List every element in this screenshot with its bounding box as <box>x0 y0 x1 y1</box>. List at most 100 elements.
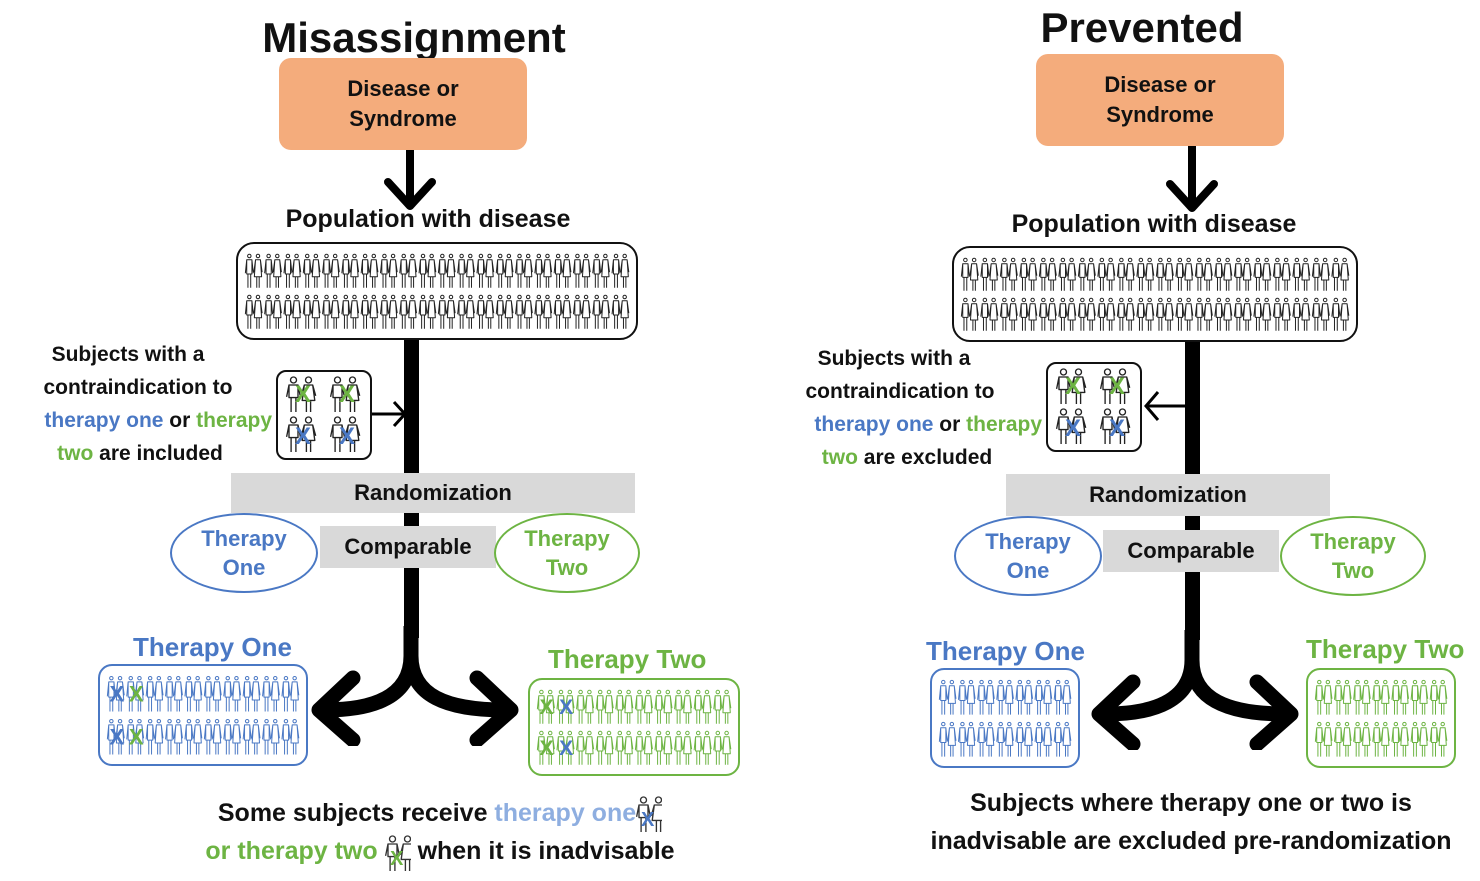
person-icon <box>457 294 467 329</box>
person-icon <box>515 294 525 329</box>
person-icon <box>1253 297 1263 331</box>
person-icon <box>600 294 611 329</box>
person-icon <box>1086 297 1096 331</box>
person-icon <box>545 730 555 765</box>
person-icon <box>1300 297 1311 331</box>
person-icon <box>341 253 351 288</box>
person-icon <box>584 689 595 724</box>
person-icon <box>1253 257 1263 291</box>
group-one-title: Therapy One <box>926 636 1085 666</box>
person-icon <box>437 253 447 288</box>
panel-title-prevented: Prevented <box>1040 4 1244 51</box>
person-icon <box>360 253 370 288</box>
person-icon <box>999 257 1009 291</box>
person-icon <box>330 294 340 329</box>
prevented-caption: Subjects where therapy one or two is ina… <box>904 784 1478 860</box>
person-icon <box>1380 679 1390 715</box>
person-icon <box>1077 297 1087 331</box>
person-icon <box>1105 257 1116 291</box>
person-icon <box>504 253 514 288</box>
person-icon <box>702 730 712 765</box>
person-icon <box>1047 297 1057 331</box>
person-icon <box>1053 679 1063 715</box>
person-icon <box>595 689 605 724</box>
person-icon <box>203 718 213 755</box>
or-text: or <box>939 413 961 436</box>
person-icon <box>1099 368 1116 404</box>
person-icon <box>399 253 409 288</box>
two-text: two <box>821 446 858 469</box>
person-icon <box>134 718 145 755</box>
person-icon <box>379 253 389 288</box>
svg-text:X: X <box>641 809 655 831</box>
person-icon <box>388 253 398 288</box>
person-icon <box>270 675 280 712</box>
person-icon <box>536 689 546 724</box>
person-icon <box>977 679 987 715</box>
two-text: two <box>57 442 94 465</box>
person-icon <box>947 679 957 715</box>
person-icon <box>1116 257 1126 291</box>
person-icon <box>1155 257 1165 291</box>
person-icon <box>289 675 300 712</box>
person-icon <box>966 721 976 757</box>
x-mark-icon: X <box>109 724 124 749</box>
person-pair-icon: X <box>384 835 411 871</box>
comparable-label: Comparable <box>344 534 472 559</box>
person-icon <box>565 689 575 724</box>
person-icon <box>272 294 282 329</box>
person-icon <box>1027 257 1038 291</box>
person-icon <box>620 294 630 329</box>
x-mark-icon: X <box>559 737 573 760</box>
person-icon <box>251 718 261 755</box>
person-icon <box>1058 297 1068 331</box>
person-icon <box>623 730 634 765</box>
person-icon <box>427 253 437 288</box>
person-icon <box>1272 297 1282 331</box>
person-icon <box>713 689 723 724</box>
person-icon <box>1429 721 1439 757</box>
person-icon <box>407 294 418 329</box>
person-icon <box>1114 368 1131 404</box>
person-icon <box>663 689 673 724</box>
person-icon <box>291 294 302 329</box>
person-icon <box>1391 679 1401 715</box>
person-icon <box>1055 408 1072 444</box>
person-icon <box>1429 679 1439 715</box>
person-icon <box>407 253 418 288</box>
person-icon <box>1203 257 1213 291</box>
green-x-mark-icon: X <box>1065 373 1081 400</box>
person-icon <box>446 294 456 329</box>
blue-x-mark-icon: X <box>339 423 355 450</box>
person-icon <box>581 294 591 329</box>
person-icon <box>542 294 553 329</box>
person-icon <box>311 294 321 329</box>
person-icon <box>1323 721 1333 757</box>
person-icon <box>1144 297 1155 331</box>
person-icon <box>999 297 1009 331</box>
person-icon <box>1380 721 1390 757</box>
exclude-arrow-icon <box>1144 391 1188 421</box>
caption-line1: Subjects where therapy one or two is <box>970 789 1412 817</box>
or-text: or <box>169 409 191 432</box>
person-icon <box>1097 257 1107 291</box>
person-icon <box>1047 257 1057 291</box>
person-icon <box>1339 297 1350 331</box>
person-icon <box>1361 679 1371 715</box>
person-icon <box>1062 721 1072 757</box>
x-mark-icon: X <box>129 681 144 706</box>
contraindication-line1: Subjects with a <box>817 347 971 370</box>
person-icon <box>1410 679 1420 715</box>
x-mark-icon: X <box>540 696 554 719</box>
therapy-one-oval-label: Therapy One <box>985 529 1071 583</box>
comparable-bar: Comparable <box>320 526 496 568</box>
person-icon <box>957 679 967 715</box>
person-icon <box>115 718 125 755</box>
person-icon <box>1281 257 1291 291</box>
therapy-two-group-box <box>1306 668 1456 768</box>
person-icon <box>341 294 351 329</box>
person-icon <box>134 675 145 712</box>
person-icon <box>1438 679 1448 715</box>
person-icon <box>223 675 233 712</box>
person-icon <box>369 294 379 329</box>
